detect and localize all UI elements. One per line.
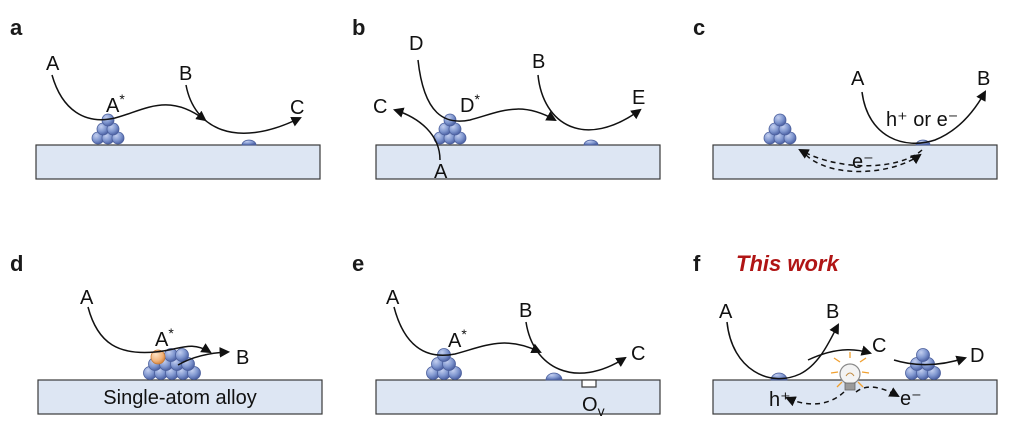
species-A: A bbox=[851, 68, 865, 90]
species-D: D bbox=[409, 33, 423, 55]
species-E: E bbox=[632, 87, 645, 109]
species-C: C bbox=[872, 335, 886, 357]
species-B: B bbox=[977, 68, 990, 90]
panel-label-c: c bbox=[693, 15, 705, 40]
this-work-title: This work bbox=[736, 251, 840, 276]
hole-label: h⁺ bbox=[769, 389, 791, 411]
species-A-adsorbed: A* bbox=[448, 326, 467, 352]
species-A-adsorbed: A* bbox=[155, 325, 174, 351]
hole-or-electron-label: h⁺ or e⁻ bbox=[886, 109, 958, 131]
panel-label-b: b bbox=[352, 15, 365, 40]
single-atom-alloy-slab bbox=[37, 379, 323, 415]
alloy-cluster bbox=[143, 348, 201, 380]
panel-b: b D D* C B E A bbox=[352, 15, 661, 183]
substrate-slab bbox=[35, 144, 321, 180]
species-A: A bbox=[434, 161, 448, 183]
species-B: B bbox=[826, 301, 839, 323]
species-C: C bbox=[373, 96, 387, 118]
panel-label-d: d bbox=[10, 251, 23, 276]
light-bulb-icon bbox=[830, 352, 870, 391]
substrate-slab bbox=[375, 379, 661, 415]
electron-label: e⁻ bbox=[900, 388, 922, 410]
species-D-adsorbed: D* bbox=[460, 91, 480, 117]
panel-label-f: f bbox=[693, 251, 701, 276]
panel-label-a: a bbox=[10, 15, 23, 40]
single-atom-site bbox=[545, 372, 563, 381]
species-B: B bbox=[179, 63, 192, 85]
electron-label: e⁻ bbox=[852, 151, 874, 173]
vacancy-label: Ov bbox=[582, 394, 605, 419]
species-A: A bbox=[386, 287, 400, 309]
species-A-adsorbed: A* bbox=[106, 91, 125, 117]
species-A: A bbox=[719, 301, 733, 323]
species-C: C bbox=[290, 97, 304, 119]
panel-e: e A A* B C Ov bbox=[352, 251, 661, 419]
species-B: B bbox=[532, 51, 545, 73]
substrate-slab bbox=[712, 144, 998, 180]
species-D: D bbox=[970, 345, 984, 367]
substrate-label: Single-atom alloy bbox=[103, 387, 256, 409]
panel-f: f This work bbox=[693, 251, 998, 415]
single-atom-site bbox=[241, 139, 257, 146]
single-atom-site bbox=[583, 139, 599, 146]
panel-d: d A A* B Single-atom alloy bbox=[10, 251, 323, 415]
panel-c: c A B h⁺ or e⁻ e⁻ bbox=[693, 15, 998, 180]
species-A: A bbox=[46, 53, 60, 75]
metal-cluster bbox=[91, 113, 125, 145]
metal-cluster bbox=[426, 348, 462, 380]
species-A: A bbox=[80, 287, 94, 309]
substrate-slab bbox=[375, 144, 661, 180]
oxygen-vacancy-icon bbox=[581, 379, 597, 388]
metal-cluster bbox=[763, 113, 797, 145]
metal-cluster bbox=[433, 113, 467, 145]
panel-label-e: e bbox=[352, 251, 364, 276]
panel-a: a A A* B C bbox=[10, 15, 321, 180]
species-B: B bbox=[236, 347, 249, 369]
species-B: B bbox=[519, 300, 532, 322]
species-C: C bbox=[631, 343, 645, 365]
dopant-single-atom bbox=[150, 349, 166, 365]
